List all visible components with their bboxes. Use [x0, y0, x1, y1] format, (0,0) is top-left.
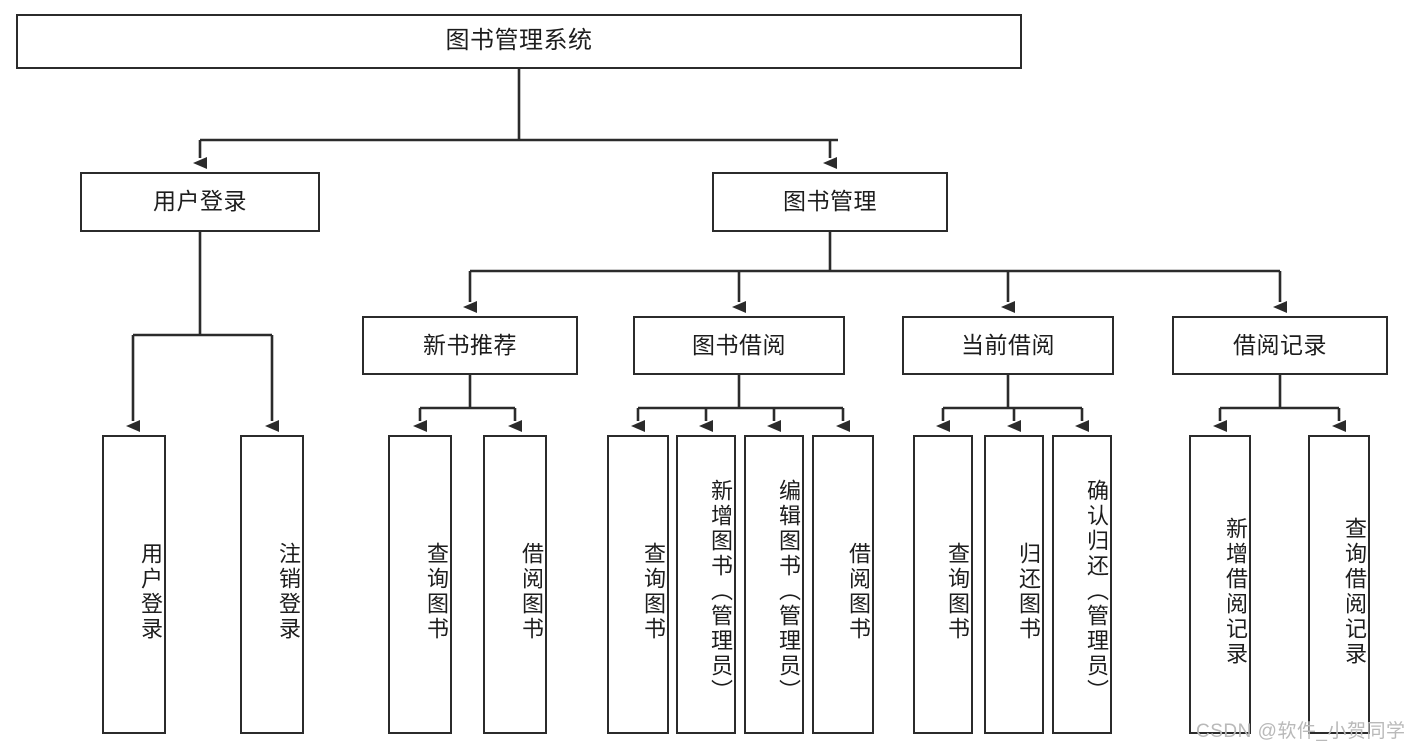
node-leaf-9[interactable]: 归还图书 [984, 435, 1044, 734]
node-label: 查询图书 [424, 541, 449, 642]
node-leaf-1[interactable]: 注销登录 [240, 435, 304, 734]
node-label: 图书管理 [783, 188, 877, 215]
node-label: 当前借阅 [961, 331, 1055, 358]
node-label: 借阅图书 [846, 541, 871, 642]
node-level2-1[interactable]: 图书管理 [712, 172, 948, 232]
node-label: 编辑图书（管理员） [776, 479, 801, 704]
node-label: 借阅记录 [1233, 331, 1327, 358]
node-level3-3[interactable]: 借阅记录 [1172, 316, 1388, 375]
node-leaf-10[interactable]: 确认归还（管理员） [1052, 435, 1112, 734]
node-label: 查询借阅记录 [1342, 516, 1367, 667]
node-label: 确认归还（管理员） [1084, 479, 1109, 704]
node-label: 查询图书 [641, 541, 666, 642]
node-root-system[interactable]: 图书管理系统 [16, 14, 1022, 69]
csdn-watermark: CSDN @软件_小贺同学 [1196, 721, 1405, 742]
node-label: 新增图书（管理员） [708, 479, 733, 704]
node-label: 用户登录 [138, 541, 163, 642]
node-leaf-12[interactable]: 查询借阅记录 [1308, 435, 1370, 734]
node-level2-0[interactable]: 用户登录 [80, 172, 320, 232]
node-label: 新增借阅记录 [1223, 516, 1248, 667]
node-leaf-5[interactable]: 新增图书（管理员） [676, 435, 736, 734]
node-label: 借阅图书 [519, 541, 544, 642]
node-leaf-11[interactable]: 新增借阅记录 [1189, 435, 1251, 734]
node-label: 查询图书 [945, 541, 970, 642]
node-leaf-6[interactable]: 编辑图书（管理员） [744, 435, 804, 734]
node-leaf-8[interactable]: 查询图书 [913, 435, 973, 734]
node-label: 图书管理系统 [445, 27, 593, 55]
node-leaf-3[interactable]: 借阅图书 [483, 435, 547, 734]
node-leaf-4[interactable]: 查询图书 [607, 435, 669, 734]
node-level3-1[interactable]: 图书借阅 [633, 316, 845, 375]
node-label: 用户登录 [153, 188, 247, 215]
node-level3-2[interactable]: 当前借阅 [902, 316, 1114, 375]
node-leaf-0[interactable]: 用户登录 [102, 435, 166, 734]
node-leaf-7[interactable]: 借阅图书 [812, 435, 874, 734]
node-label: 新书推荐 [423, 331, 517, 358]
node-label: 注销登录 [276, 541, 301, 642]
node-level3-0[interactable]: 新书推荐 [362, 316, 578, 375]
node-label: 归还图书 [1016, 541, 1041, 642]
node-leaf-2[interactable]: 查询图书 [388, 435, 452, 734]
node-label: 图书借阅 [692, 331, 786, 358]
